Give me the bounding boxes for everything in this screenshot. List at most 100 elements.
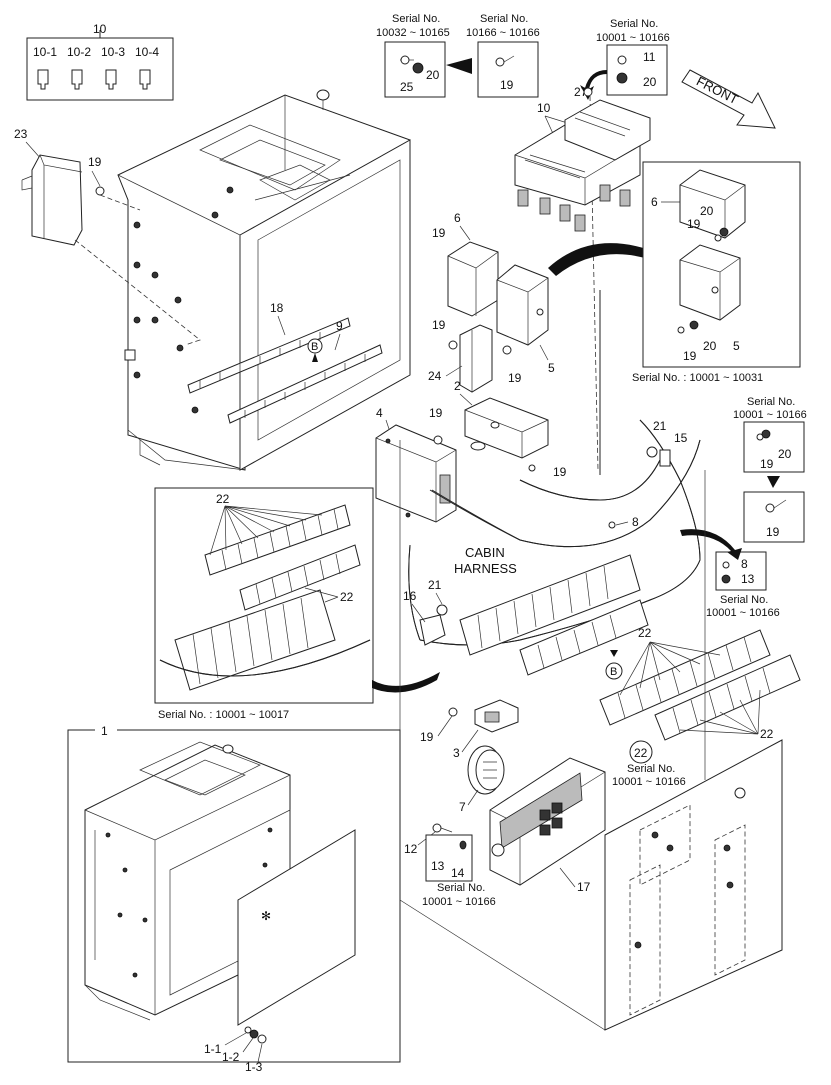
label-13: 13 bbox=[741, 572, 755, 586]
serial-b-title: Serial No. bbox=[480, 13, 528, 25]
label-22: 22 bbox=[216, 492, 230, 506]
fuse-block bbox=[514, 99, 651, 232]
label-8: 8 bbox=[741, 557, 748, 571]
label-22-circle bbox=[629, 740, 653, 764]
module-4 bbox=[375, 424, 457, 523]
label-19: 19 bbox=[88, 155, 102, 169]
label-20: 20 bbox=[778, 447, 792, 461]
serial-b-box bbox=[477, 41, 539, 98]
label-21: 21 bbox=[428, 578, 442, 592]
label-20: 20 bbox=[643, 75, 657, 89]
label-11: 11 bbox=[643, 50, 656, 64]
serial-d-range: 10001 ~ 10166 bbox=[733, 409, 807, 421]
serial-d-box bbox=[743, 421, 805, 473]
serial-c-range: 10001 ~ 10166 bbox=[596, 32, 670, 44]
label-10-4: 10-4 bbox=[135, 45, 159, 59]
screw-washer-icon bbox=[616, 55, 628, 84]
serial-e-box bbox=[715, 551, 767, 591]
relay-rail-18 bbox=[187, 317, 351, 394]
serial-d-title: Serial No. bbox=[747, 396, 795, 408]
label-19: 19 bbox=[432, 318, 446, 332]
cover-plate: ✻ bbox=[237, 829, 356, 1026]
label-19: 19 bbox=[432, 226, 446, 240]
controller-17 bbox=[489, 757, 606, 886]
label-10: 10 bbox=[93, 22, 107, 36]
fuse-icon bbox=[37, 69, 151, 90]
marker-b-text: B bbox=[311, 341, 318, 353]
label-22: 22 bbox=[340, 590, 354, 604]
inset-serial-caption: Serial No. : 10001 ~ 10031 bbox=[632, 372, 763, 384]
label-27: 27 bbox=[574, 85, 588, 99]
arrow-icon bbox=[446, 58, 472, 74]
label-19: 19 bbox=[553, 465, 567, 479]
label-12: 12 bbox=[404, 842, 418, 856]
inset2-serial-caption: Serial No. : 10001 ~ 10017 bbox=[158, 709, 289, 721]
label-22: 22 bbox=[638, 626, 652, 640]
label-25: 25 bbox=[400, 80, 414, 94]
serial-g-title: Serial No. bbox=[437, 882, 485, 894]
label-5: 5 bbox=[548, 361, 555, 375]
label-8: 8 bbox=[632, 515, 639, 529]
harness-relay-bank bbox=[459, 554, 649, 676]
label-19: 19 bbox=[420, 730, 434, 744]
label-1-3: 1-3 bbox=[245, 1060, 263, 1074]
serial-c-box bbox=[606, 44, 668, 96]
serial-e-title: Serial No. bbox=[720, 594, 768, 606]
bracket-23 bbox=[21, 154, 83, 246]
relay-module-6 bbox=[447, 241, 499, 317]
label-19: 19 bbox=[687, 217, 701, 231]
label-2: 2 bbox=[454, 379, 461, 393]
label-22: 22 bbox=[760, 727, 774, 741]
serial-a-range: 10032 ~ 10165 bbox=[376, 27, 450, 39]
serial-a-title: Serial No. bbox=[392, 13, 440, 25]
serial-e-range: 10001 ~ 10166 bbox=[706, 607, 780, 619]
label-20: 20 bbox=[426, 68, 440, 82]
buzzer-3 bbox=[474, 699, 519, 733]
serial-f-range: 10001 ~ 10166 bbox=[612, 776, 686, 788]
gauge-7 bbox=[467, 745, 505, 795]
label-10-3: 10-3 bbox=[101, 45, 125, 59]
label-20: 20 bbox=[703, 339, 717, 353]
label-10-1: 10-1 bbox=[33, 45, 57, 59]
serial-g-range: 10001 ~ 10166 bbox=[422, 896, 496, 908]
cabin-harness-label-2: HARNESS bbox=[454, 561, 517, 576]
label-24: 24 bbox=[428, 369, 442, 383]
label-19: 19 bbox=[500, 78, 514, 92]
label-18: 18 bbox=[270, 301, 284, 315]
relay-module-5 bbox=[496, 264, 549, 346]
label-17: 17 bbox=[577, 880, 591, 894]
label-20: 20 bbox=[700, 204, 714, 218]
label-5: 5 bbox=[733, 339, 740, 353]
label-6: 6 bbox=[651, 195, 658, 209]
fuse-set-callout: 10 10-1 10-2 10-3 10-4 bbox=[26, 22, 174, 101]
label-19: 19 bbox=[683, 349, 697, 363]
module-2 bbox=[464, 397, 549, 459]
serial-f-title: Serial No. bbox=[627, 763, 675, 775]
back-panel bbox=[604, 739, 783, 1031]
relay-module-5-inset bbox=[679, 244, 741, 321]
serial-b-range: 10166 ~ 10166 bbox=[466, 27, 540, 39]
relay-module-6-inset bbox=[679, 169, 746, 239]
reference-marker-b bbox=[605, 662, 623, 680]
screw-washer-icon bbox=[400, 55, 424, 74]
screw-icon bbox=[495, 55, 515, 67]
front-label: FRONT bbox=[694, 73, 741, 107]
label-19: 19 bbox=[429, 406, 443, 420]
label-16: 16 bbox=[403, 589, 417, 603]
serial-d2-box bbox=[743, 491, 805, 543]
label-10: 10 bbox=[537, 101, 551, 115]
label-13: 13 bbox=[431, 859, 445, 873]
asterisk-icon: ✻ bbox=[261, 909, 271, 923]
front-arrow-icon: FRONT bbox=[681, 69, 776, 129]
label-19: 19 bbox=[508, 371, 522, 385]
label-22: 22 bbox=[634, 746, 648, 760]
label-4: 4 bbox=[376, 406, 383, 420]
fastener-1-set bbox=[244, 1026, 267, 1044]
marker-b-text: B bbox=[610, 666, 617, 678]
label-3: 3 bbox=[453, 746, 460, 760]
relay-rows-22 bbox=[599, 629, 801, 741]
label-21: 21 bbox=[653, 419, 667, 433]
label-9: 9 bbox=[336, 319, 343, 333]
